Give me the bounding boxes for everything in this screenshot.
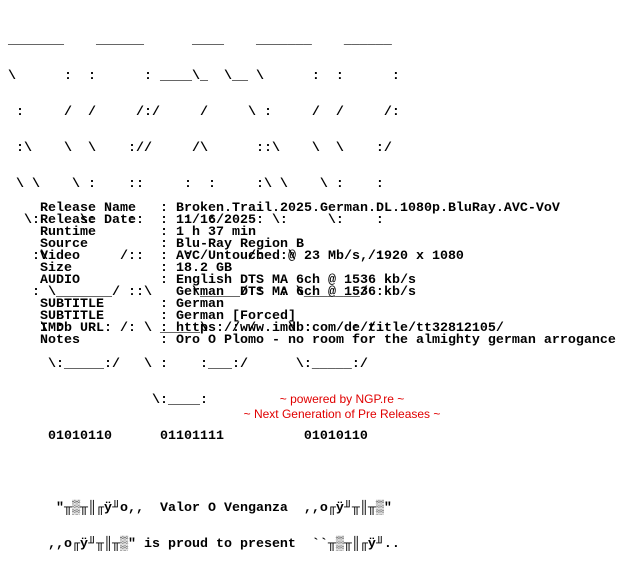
info-row: Release Date:11/16/2025 (40, 213, 616, 228)
info-row: Runtime:1 h 37 min (40, 225, 616, 240)
info-value: AVC Untouched @ 23 Mb/s, 1920 x 1080 (176, 249, 464, 264)
info-separator: : (160, 201, 168, 216)
info-value: Broken.Trail.2025.German.DL.1080p.BluRay… (176, 201, 560, 216)
info-label: Notes (40, 333, 80, 348)
art-line: : \_______/ ::\ \_____/ : : \_______/ : (0, 285, 384, 300)
art-line: \: \: :: : : : \: \: : (0, 213, 384, 228)
info-value: German [Forced] (176, 309, 296, 324)
info-row: Notes: Oro O Plomo - no room for the almi… (40, 333, 616, 348)
info-value: 18.2 GB (176, 261, 232, 276)
info-separator: : (160, 249, 168, 264)
info-separator: : (160, 309, 168, 324)
art-line: \ : : : ____\_ \__ \ : : : (0, 69, 400, 84)
info-label: Source (40, 237, 88, 252)
info-value: German (176, 297, 224, 312)
info-separator: : (160, 321, 168, 336)
info-label: Release Date (40, 213, 136, 228)
art-line: \:____: (0, 393, 208, 408)
info-separator: : (160, 273, 168, 288)
info-label: Video (40, 249, 80, 264)
info-separator: : (160, 333, 168, 348)
info-row: Size:18.2 GB (40, 261, 616, 276)
art-line: : / / /:/ / \ : / / /: (0, 105, 400, 120)
info-value: Blu-Ray Region B (176, 237, 304, 252)
info-row: Video: AVC Untouched @ 23 Mb/s, 1920 x 10… (40, 249, 616, 264)
binary-caption: 01010110 01101111 01010110 (0, 429, 368, 444)
info-row: AUDIO: English DTS MA 6ch @ 1536 kb/s (40, 273, 616, 288)
info-value: 1 h 37 min (176, 225, 256, 240)
info-row: Release Name: Broken.Trail.2025.German.DL… (40, 201, 616, 216)
info-separator: : (160, 213, 168, 228)
info-value: Oro O Plomo - no room for the almighty g… (176, 333, 616, 348)
info-label: Runtime (40, 225, 96, 240)
info-label: SUBTITLE (40, 297, 104, 312)
info-value: German DTS MA 6ch @ 1536 kb/s (176, 285, 416, 300)
info-separator: : (160, 225, 168, 240)
art-line: :\ \ \ :// /\ ::\ \ \ :/ (0, 141, 392, 156)
footer-powered-by: ~ powered by NGP.re ~ (279, 392, 405, 406)
info-row: Source: Blu-Ray Region B (40, 237, 616, 252)
art-line: :\ /:: : / /: :\ /: (0, 249, 384, 264)
group-tagline: ,,o╓ÿ╜╥║╥▒" is proud to present ``╥▒╥║╓ÿ… (0, 537, 400, 552)
info-label: Release Name (40, 201, 136, 216)
info-row: German DTS MA 6ch @ 1536 kb/s (40, 285, 616, 300)
art-line: \ \ \ : :: : : :\ \ \ : : (0, 177, 384, 192)
info-separator: : (160, 237, 168, 252)
info-label: Size (40, 261, 72, 276)
art-line: _______ ______ ____ _______ ______ (0, 33, 392, 48)
info-value: 11/16/2025 (176, 213, 256, 228)
info-label: AUDIO (40, 273, 80, 288)
blank-line (0, 467, 400, 479)
info-value: English DTS MA 6ch @ 1536 kb/s (176, 273, 416, 288)
release-info: Release Name: Broken.Trail.2025.German.DL… (40, 201, 616, 348)
info-label: SUBTITLE (40, 309, 104, 324)
info-row: SUBTITLE: German (40, 297, 616, 312)
info-label: IMDb URL (40, 321, 104, 336)
info-separator: : (160, 297, 168, 312)
info-separator: : (160, 261, 168, 276)
art-line: \ : : /: \ _____\ : / \ : : / (0, 321, 376, 336)
footer-tagline: ~ Next Generation of Pre Releases ~ (243, 407, 441, 421)
info-row: SUBTITLE: German [Forced] (40, 309, 616, 324)
info-row: IMDb URL: https://www.imdb.com/de/title/t… (40, 321, 616, 336)
art-line: \:_____:/ \ : :___:/ \:_____:/ (0, 357, 368, 372)
group-title: "╥▒╥║╓ÿ╜o,, Valor O Venganza ,,o╓ÿ╜╥║╥▒" (0, 501, 392, 516)
info-value: https://www.imdb.com/de/title/tt32812105… (176, 321, 504, 336)
